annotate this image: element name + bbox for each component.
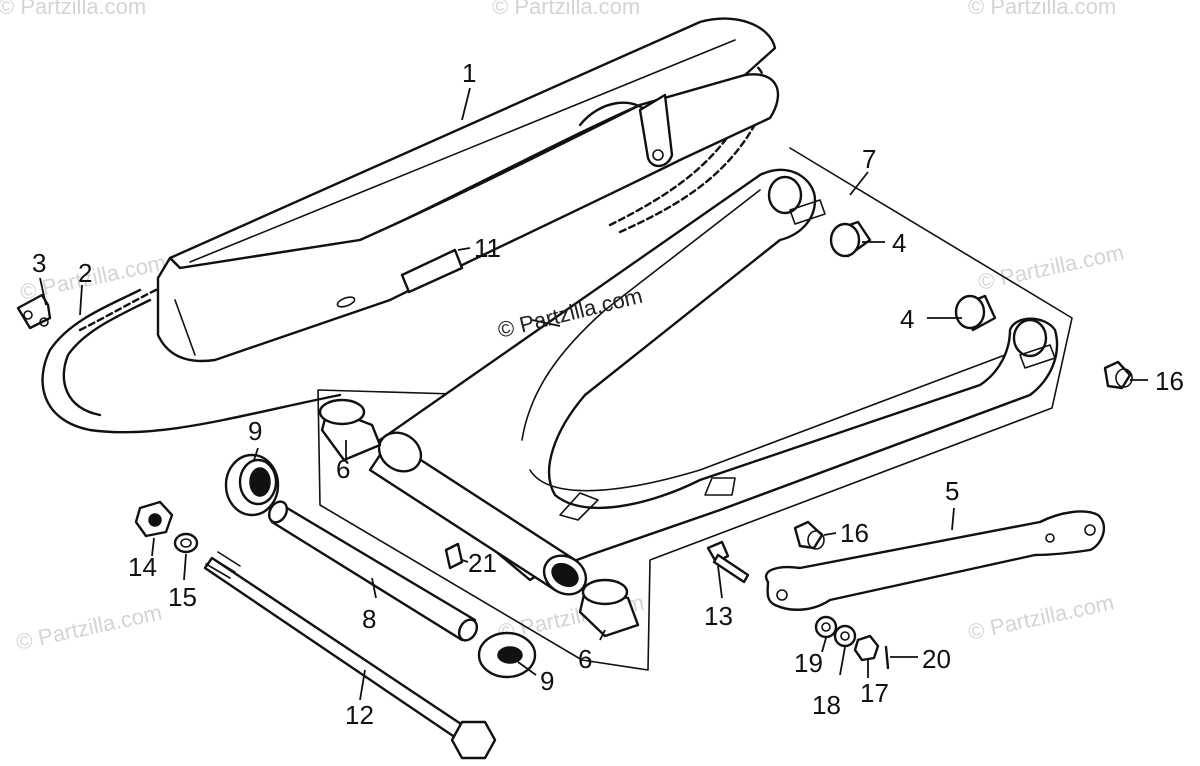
warning-label	[400, 248, 464, 294]
pivot-nut	[134, 500, 174, 538]
callout-1: 1	[462, 58, 476, 88]
pivot-washer	[173, 532, 199, 554]
callout-15: 15	[168, 582, 197, 612]
pivot-bushing-upper	[318, 398, 382, 462]
callout-4-lower: 4	[900, 304, 914, 334]
callout-9-lower: 9	[540, 666, 554, 696]
callout-14: 14	[128, 552, 157, 582]
watermark-top-left: © Partzilla.com	[0, 0, 146, 19]
chain-slider-bolt	[444, 542, 464, 570]
nut-17	[853, 634, 880, 662]
pivot-bolt	[203, 551, 497, 760]
callout-16-middle: 16	[840, 518, 869, 548]
callout-19: 19	[794, 648, 823, 678]
swingarm-assembly-box	[317, 147, 1073, 671]
callout-2: 2	[78, 258, 92, 288]
callout-20: 20	[922, 644, 951, 674]
watermark-top-right: © Partzilla.com	[968, 0, 1116, 19]
callout-7: 7	[862, 144, 876, 174]
washer-18	[833, 624, 857, 648]
cotter-pin-20	[884, 645, 890, 670]
callout-labels: 1 2 3 4 4 5 6 6 7 8 9 9 11 12 13 14 15 1…	[32, 58, 1184, 730]
chain-master-link	[16, 293, 52, 330]
callout-21: 21	[468, 548, 497, 578]
torque-link-bolt	[706, 540, 750, 584]
callout-13: 13	[704, 601, 733, 631]
swingarm-bushing-lower	[954, 294, 997, 332]
callout-4-upper: 4	[892, 228, 906, 258]
leader-lines	[39, 87, 1148, 701]
bolt-middle	[793, 520, 825, 550]
swingarm	[378, 168, 1059, 582]
callout-16-upper: 16	[1155, 366, 1184, 396]
callout-12: 12	[345, 700, 374, 730]
pivot-bushing-lower	[578, 578, 640, 638]
callout-3: 3	[32, 248, 46, 278]
watermark-bottom-right: © Partzilla.com	[966, 590, 1116, 645]
watermark-right: © Partzilla.com	[976, 240, 1126, 295]
callout-5: 5	[945, 476, 959, 506]
callout-8: 8	[362, 604, 376, 634]
callout-11: 11	[474, 233, 501, 263]
torque-link	[764, 510, 1106, 611]
dust-seal-lower	[477, 631, 537, 679]
callout-6-lower: 6	[578, 644, 592, 674]
watermark-bottom-left: © Partzilla.com	[14, 600, 164, 655]
watermark-top-center: © Partzilla.com	[492, 0, 640, 19]
dust-seal-upper	[224, 453, 280, 517]
bolt-upper	[1103, 360, 1133, 390]
swingarm-pivot-tube	[368, 431, 588, 596]
callout-18: 18	[812, 690, 841, 720]
pivot-collar	[267, 500, 479, 642]
callout-9-upper: 9	[248, 416, 262, 446]
swingarm-bushing-upper	[829, 220, 872, 258]
callout-6-upper: 6	[336, 454, 350, 484]
chain-case	[156, 17, 780, 363]
washer-19	[814, 615, 838, 639]
callout-17: 17	[860, 678, 889, 708]
